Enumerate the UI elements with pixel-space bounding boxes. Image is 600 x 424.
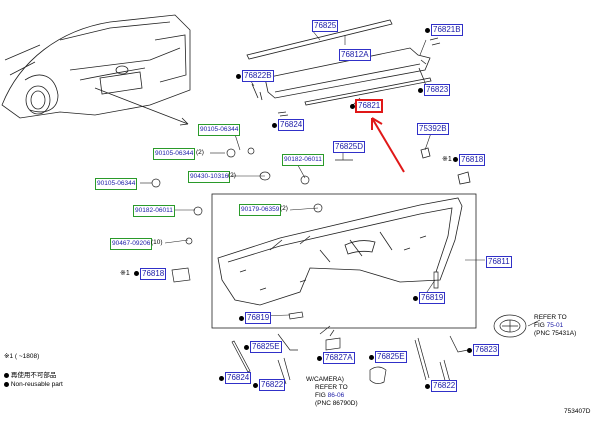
hardware-90105-06344[interactable]: 90105-06344	[153, 148, 196, 160]
quantity: (2)	[196, 149, 204, 156]
non-reusable-dot	[418, 88, 423, 93]
callout-76825[interactable]: 76825	[312, 20, 339, 32]
non-reusable-dot	[413, 296, 418, 301]
callout-76823-bottom[interactable]: 76823	[473, 344, 500, 356]
callout-76821B[interactable]: 76821B	[431, 24, 463, 36]
non-reusable-dot	[244, 345, 249, 350]
footnote-range: ※1 ( ~1808)	[4, 353, 40, 360]
refer-to-fig-75: REFER TO FIG 75-01 (PNC 75431A)	[534, 314, 576, 338]
hardware-90179-06359[interactable]: 90179-06359	[239, 204, 282, 216]
non-reusable-dot	[272, 123, 277, 128]
camera-reference: W/CAMERA) REFER TO FIG 86-06 (PNC 86790D…	[306, 376, 358, 408]
garnish-panel	[217, 197, 463, 306]
quantity: (2)	[228, 172, 236, 179]
callout-76825D[interactable]: 76825D	[333, 141, 366, 153]
bottom-parts	[231, 325, 469, 385]
callout-76824-top[interactable]: 76824	[278, 119, 305, 131]
vehicle-sketch	[1, 14, 191, 119]
fig-link-86-06[interactable]: 86-06	[327, 392, 345, 399]
legend-reuse-jp: 再使用不可部品	[10, 372, 57, 379]
hardware-90105-06344[interactable]: 90105-06344	[95, 178, 138, 190]
non-reusable-dot	[134, 271, 139, 276]
callout-75392B[interactable]: 75392B	[417, 123, 449, 135]
camera-refer-line2[interactable]: FIG 86-06	[306, 392, 358, 400]
callout-76822B[interactable]: 76822B	[242, 70, 274, 82]
camera-refer-line3: (PNC 86790D)	[315, 400, 358, 407]
fig-link-75-01[interactable]: 75-01	[546, 322, 564, 329]
legend-row-en: Non-reusable part	[4, 381, 63, 389]
refer-line1: REFER TO	[534, 314, 567, 321]
callout-76827A[interactable]: 76827A	[323, 352, 355, 364]
callout-76818-left[interactable]: 76818	[140, 268, 167, 280]
arrow-to-detail	[94, 87, 189, 125]
panel-frame	[211, 193, 477, 329]
non-reusable-dot	[467, 348, 472, 353]
refer-line2[interactable]: FIG 75-01	[534, 322, 576, 330]
callout-76824-bottom[interactable]: 76824	[225, 372, 252, 384]
hardware-90182-06011[interactable]: 90182-06011	[133, 205, 175, 217]
callout-76819-right[interactable]: 76819	[419, 292, 446, 304]
leader-lines	[140, 29, 485, 317]
refer-fig-prefix: FIG	[534, 322, 547, 329]
hardware-90467-09206[interactable]: 90467-09206	[110, 238, 153, 250]
callout-76812A[interactable]: 76812A	[339, 49, 371, 61]
refer-leader	[527, 319, 541, 327]
non-reusable-dot	[425, 384, 430, 389]
callout-76819-left[interactable]: 76819	[245, 312, 272, 324]
non-reusable-dot	[369, 355, 374, 360]
non-reusable-dot	[239, 316, 244, 321]
footnote-mark: ※1	[120, 270, 130, 277]
non-reusable-dot	[350, 104, 355, 109]
callout-76825E-right[interactable]: 76825E	[375, 351, 407, 363]
camera-tag: W/CAMERA)	[306, 376, 344, 383]
callout-76811[interactable]: 76811	[486, 256, 512, 268]
non-reusable-dot	[425, 28, 430, 33]
camera-fig-prefix: FIG	[315, 392, 328, 399]
refer-line3: (PNC 75431A)	[534, 330, 577, 337]
quantity: (10)	[151, 239, 163, 246]
legend-dot	[4, 381, 9, 387]
hardware-90182-06011[interactable]: 90182-06011	[282, 154, 324, 166]
callout-76825E-left[interactable]: 76825E	[250, 341, 282, 353]
callout-76818-right[interactable]: 76818	[459, 154, 486, 166]
diagram-code: 753407D	[564, 408, 591, 415]
non-reusable-dot	[453, 157, 458, 162]
legend-row-jp: 再使用不可部品	[4, 372, 56, 380]
hardware-90430-10316[interactable]: 90430-10316	[188, 171, 231, 183]
non-reusable-dot	[317, 356, 322, 361]
callout-76823-top[interactable]: 76823	[424, 84, 451, 96]
callout-76821-highlighted[interactable]: 76821	[355, 99, 384, 113]
non-reusable-dot	[253, 383, 258, 388]
highlight-arrow	[371, 117, 405, 173]
hardware-90105-06344[interactable]: 90105-06344	[198, 124, 241, 136]
camera-refer-line1: REFER TO	[315, 384, 348, 391]
small-parts	[151, 147, 527, 338]
legend-dot	[4, 372, 9, 378]
non-reusable-dot	[219, 376, 224, 381]
callout-76822-right[interactable]: 76822	[431, 380, 458, 392]
footnote-mark: ※1	[442, 156, 452, 163]
quantity: (2)	[280, 205, 288, 212]
non-reusable-dot	[236, 74, 241, 79]
legend-non-reusable: Non-reusable part	[10, 381, 63, 388]
callout-76822-left[interactable]: 76822	[259, 379, 286, 391]
